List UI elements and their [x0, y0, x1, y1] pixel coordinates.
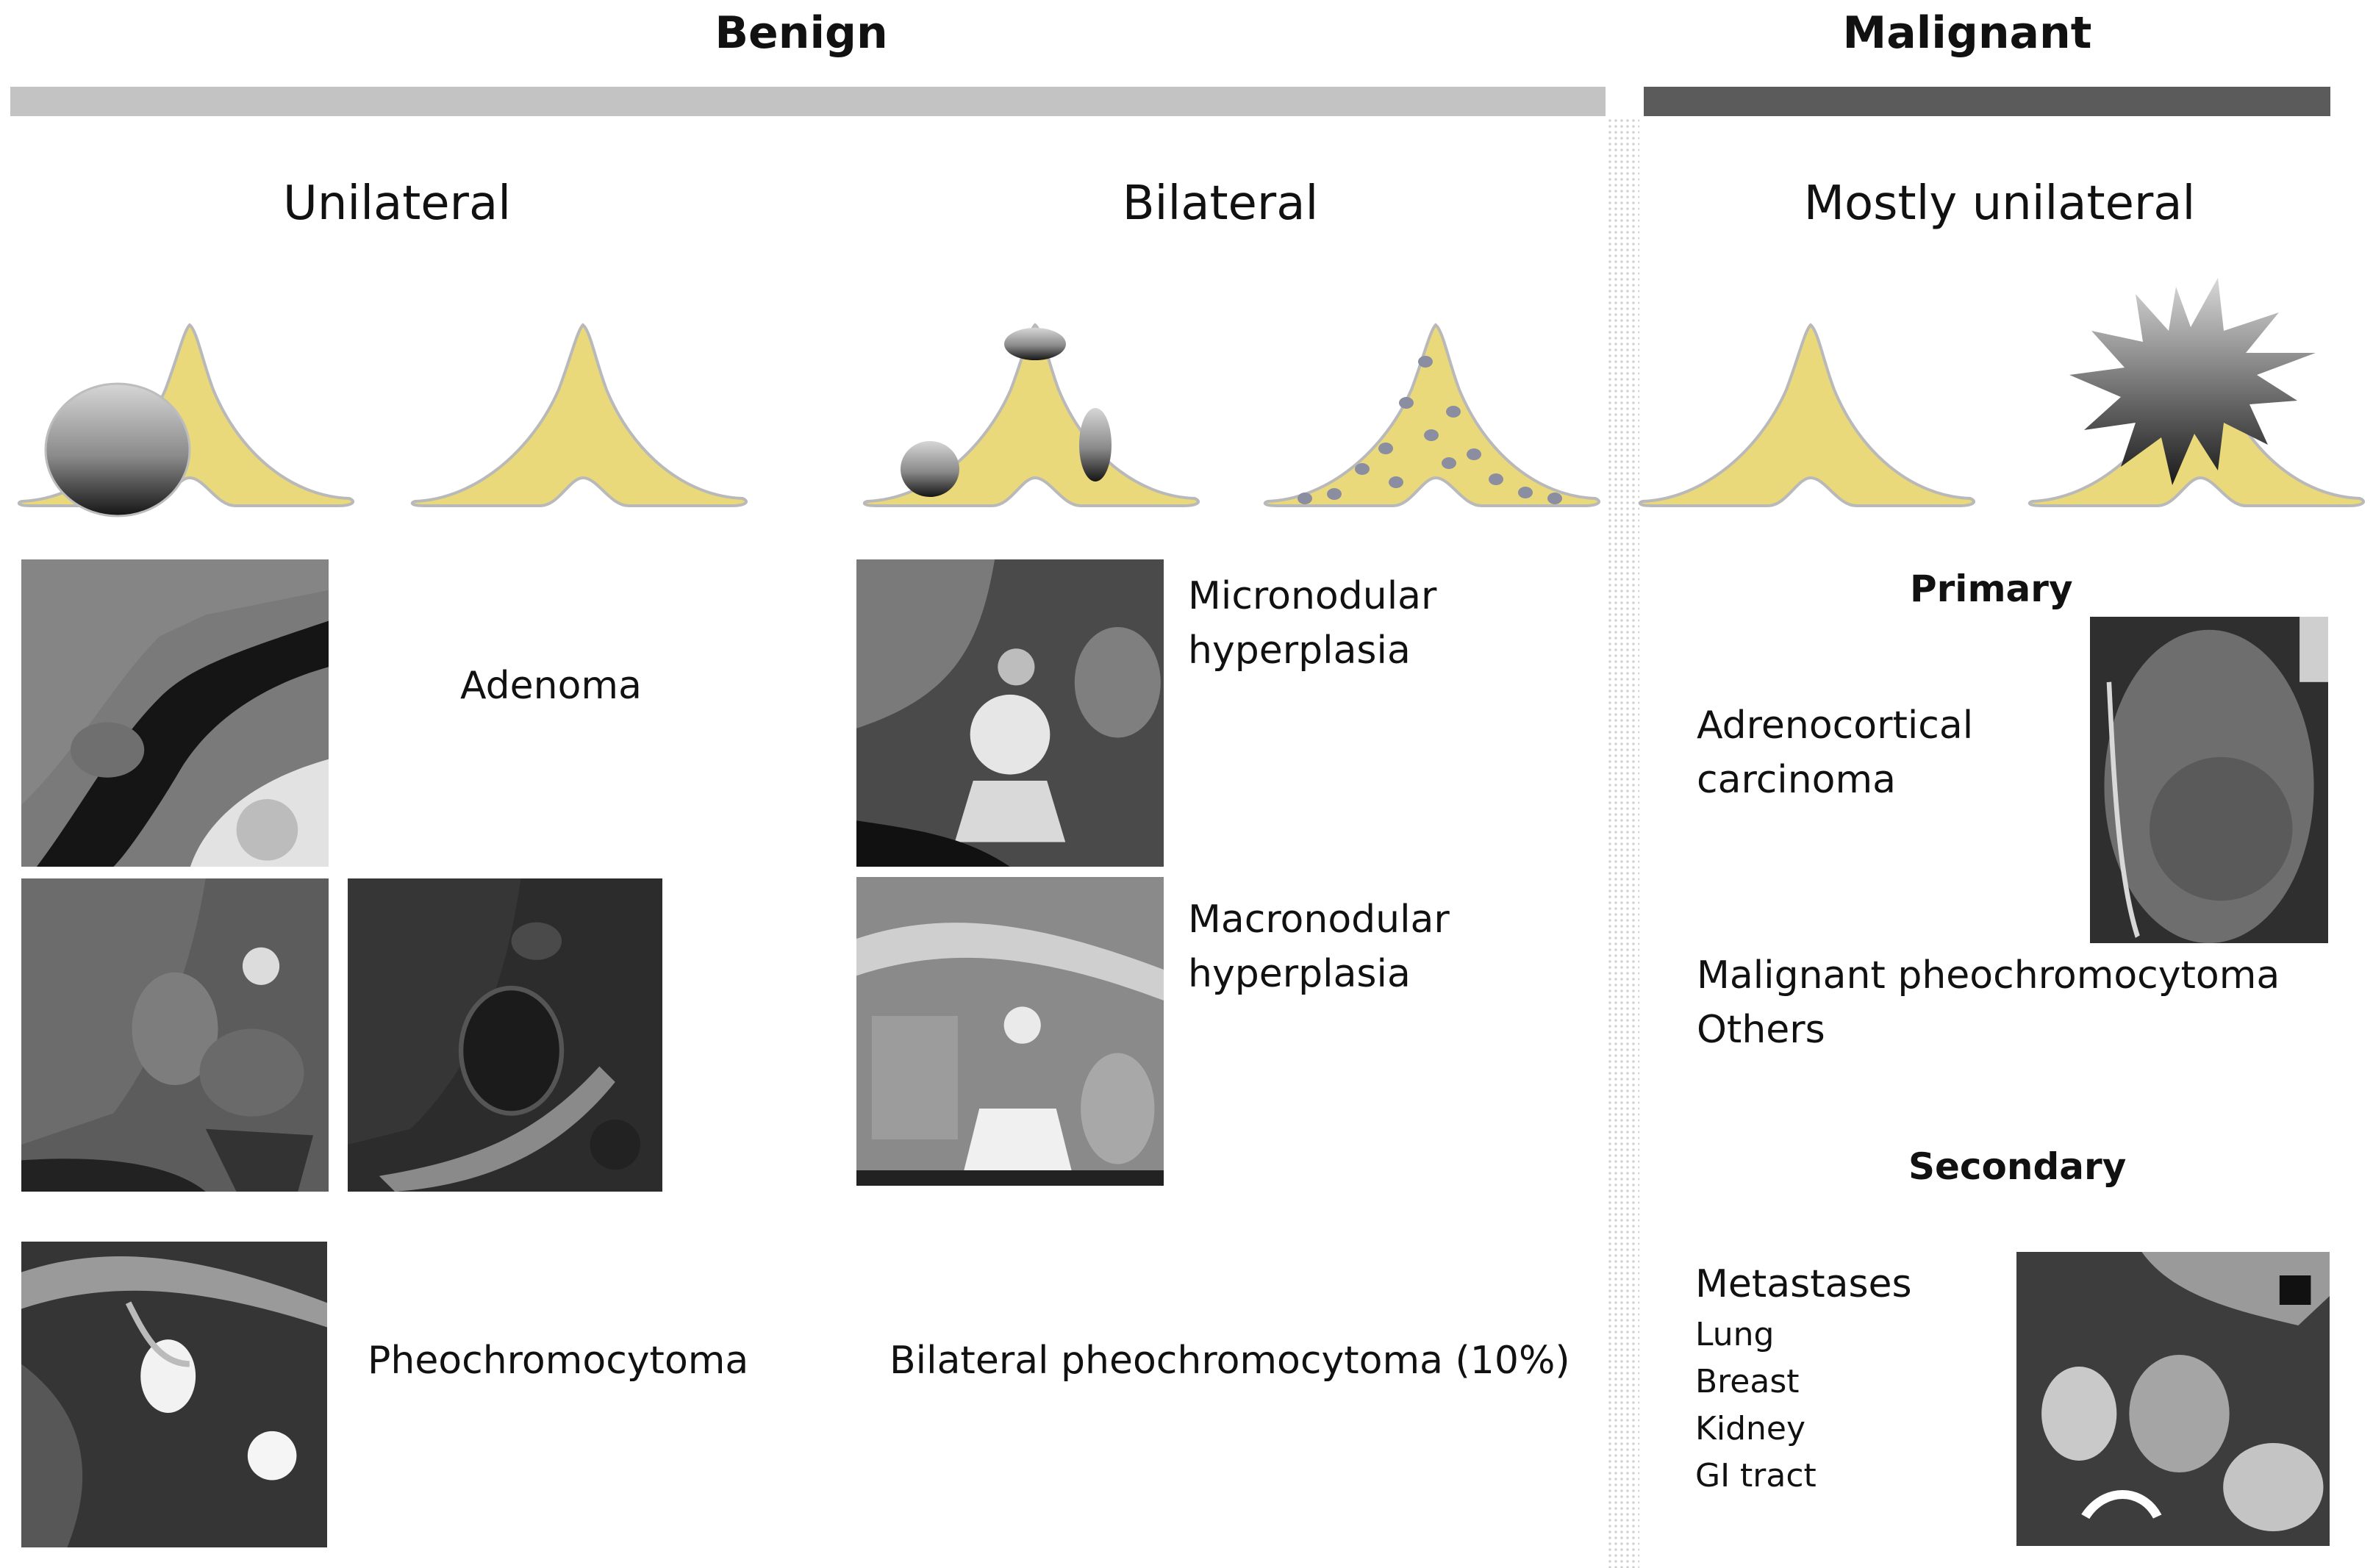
- adrenal-normal-icon: [410, 323, 748, 507]
- metastasis-source-breast: Breast: [1695, 1363, 1800, 1400]
- others-label: Others: [1697, 1008, 1825, 1052]
- macronodular-ct-image: [854, 875, 1166, 1188]
- metastases-ct-image: [2014, 1250, 2332, 1548]
- adenoma-mri-inphase-image: [19, 876, 331, 1194]
- pheochromocytoma-label: Pheochromocytoma: [368, 1339, 749, 1383]
- mostly-unilateral-title: Mostly unilateral: [1803, 176, 2196, 231]
- adenoma-mri-outphase-image: [346, 876, 665, 1194]
- metastasis-source-gi-tract: GI tract: [1695, 1457, 1817, 1494]
- metastasis-source-lung: Lung: [1695, 1316, 1775, 1353]
- column-divider: [1607, 118, 1639, 1568]
- acc-label-line2: carcinoma: [1697, 758, 1897, 802]
- micronodular-label: Micronodular hyperplasia: [1188, 569, 1436, 678]
- benign-header: Benign: [715, 7, 888, 59]
- adrenocortical-carcinoma-ct-image: [2088, 615, 2330, 945]
- spiky-mass-icon: [2027, 278, 2365, 507]
- bilateral-pheochromocytoma-label: Bilateral pheochromocytoma (10%): [890, 1339, 1570, 1383]
- pheochromocytoma-mri-image: [19, 1239, 329, 1550]
- adrenocortical-carcinoma-label: Adrenocortical carcinoma: [1697, 698, 1973, 807]
- macronodular-label: Macronodular hyperplasia: [1188, 892, 1450, 1001]
- macronodular-label-line2: hyperplasia: [1188, 952, 1411, 996]
- bilateral-title: Bilateral: [1122, 176, 1319, 231]
- unilateral-title: Unilateral: [283, 176, 511, 231]
- micronodular-label-line1: Micronodular: [1188, 574, 1437, 618]
- macronodules-icon: [862, 323, 1200, 507]
- adenoma-ct-image: [19, 557, 331, 869]
- malignant-header: Malignant: [1842, 7, 2092, 59]
- macronodular-label-line1: Macronodular: [1188, 898, 1450, 942]
- micronodules-icon: [1263, 323, 1600, 507]
- micronodular-ct-image: [854, 557, 1166, 869]
- benign-bar: [10, 87, 1606, 116]
- acc-label-line1: Adrenocortical: [1697, 704, 1974, 748]
- metastasis-sources-list: Lung Breast Kidney GI tract: [1695, 1311, 1817, 1500]
- adrenal-with-mass-icon: [17, 323, 354, 518]
- metastasis-source-kidney: Kidney: [1695, 1410, 1806, 1447]
- secondary-heading: Secondary: [1908, 1145, 2127, 1188]
- micronodular-label-line2: hyperplasia: [1188, 629, 1411, 673]
- malignant-bar: [1644, 87, 2330, 116]
- malignant-pheochromocytoma-label: Malignant pheochromocytoma: [1697, 953, 2280, 998]
- primary-heading: Primary: [1910, 568, 2073, 610]
- adenoma-label: Adenoma: [460, 664, 642, 708]
- metastases-label: Metastases: [1695, 1262, 1912, 1306]
- adrenal-normal-malignant-icon: [1638, 323, 1975, 507]
